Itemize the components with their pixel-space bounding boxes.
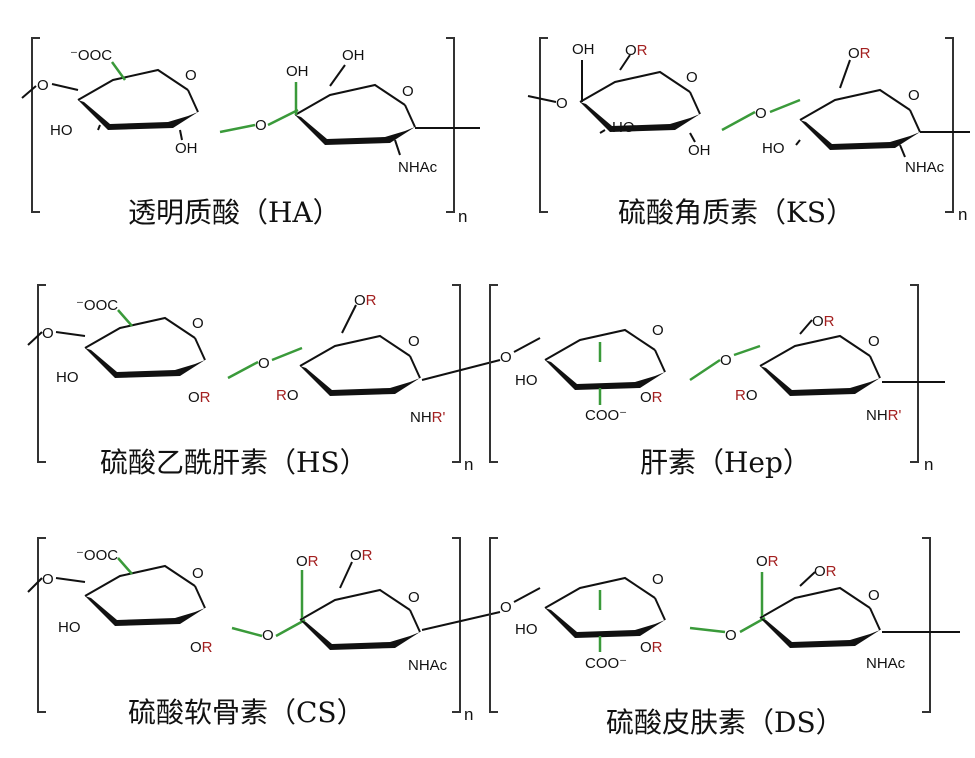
bridge-oxygen: O [500,349,512,366]
n-substituent: NHR' [410,409,446,426]
galactose-ring [579,71,701,133]
ring-oxygen-2: O [868,333,880,350]
or-6: OR [354,292,377,309]
hydroxyl-4: OH [286,63,309,80]
bridge-oxygen: O [42,571,54,588]
repeat-n: n [458,207,467,226]
glycosidic-oxygen: O [262,627,274,644]
carboxylate-label: ⁻OOC [76,297,118,314]
or-6: OR [625,42,648,59]
hydroxymethyl-oh: OH [342,47,365,64]
or-2: OR [188,389,211,406]
ring-oxygen: O [652,322,664,339]
glcnac-ring [799,89,921,151]
caption-ks: 硫酸角质素（KS） [618,196,854,229]
galnac-ring [299,589,421,651]
n-acetyl: NHAc [408,657,448,674]
ho-3b: HO [762,140,785,157]
n-acetyl: NHAc [398,159,438,176]
ho-3: HO [515,372,538,389]
iduronate-ring [544,577,666,639]
glucosamine-ring [299,335,421,397]
hydroxyl-3: HO [50,122,73,139]
caption-hs: 硫酸乙酰肝素（HS） [100,446,368,479]
bridge-oxygen: O [37,77,49,94]
or-4: OR [756,553,779,570]
glycosidic-oxygen: O [720,352,732,369]
panel-ha: n O O ⁻OOC HO OH O O OH OH NHAc 透明质酸（HA） [21,37,480,229]
n-substituent: NHR' [866,407,902,424]
ring-oxygen-2: O [908,87,920,104]
glucuronate-ring [84,565,206,627]
repeat-n: n [464,455,473,474]
or-2: OR [190,639,213,656]
glycosidic-oxygen: O [258,355,270,372]
or-2: OR [640,389,663,406]
ro-3: RO [735,387,758,404]
glycosidic-oxygen: O [725,627,737,644]
caption-ha: 透明质酸（HA） [128,196,341,229]
ring-oxygen: O [686,69,698,86]
ho-3: HO [56,369,79,386]
or-2: OR [640,639,663,656]
hydroxyl-4: OH [572,41,595,58]
bridge-oxygen: O [556,95,568,112]
glucosamine-ring [759,335,881,397]
or-6b: OR [848,45,871,62]
bracket-left [31,37,40,213]
n-acetyl: NHAc [905,159,945,176]
glycosidic-oxygen: O [255,117,267,134]
carboxylate-label: COO⁻ [585,407,627,424]
ho-3: HO [58,619,81,636]
bridge-oxygen: O [500,599,512,616]
iduronate-ring [544,329,666,391]
bracket-right [446,37,455,213]
galnac-ring [759,587,881,649]
n-acetyl: NHAc [866,655,906,672]
or-6: OR [350,547,373,564]
carboxylate-label: ⁻OOC [76,547,118,564]
ring-oxygen-2: O [408,589,420,606]
carboxylate-label: COO⁻ [585,655,627,672]
ho-3: HO [612,119,635,136]
ring-oxygen-2: O [408,333,420,350]
caption-hep: 肝素（Hep） [640,446,811,479]
ring-oxygen: O [185,67,197,84]
ring-oxygen: O [192,315,204,332]
ring-oxygen-2: O [868,587,880,604]
panel-hep: n O O HO OR COO⁻ O O OR RO NHR' 肝素（Hep） [489,284,945,479]
ro-3: RO [276,387,299,404]
panel-cs: n O O ⁻OOC HO OR O O OR OR NHAc 硫酸软骨素（CS… [27,537,501,729]
glcnac-ring [294,84,416,146]
ho-3: HO [515,621,538,638]
ring-oxygen-2: O [402,83,414,100]
or-4: OR [296,553,319,570]
panel-ds: O O HO OR COO⁻ O O OR OR NHAc 硫酸皮肤素（DS） [489,537,960,739]
bridge-oxygen: O [42,325,54,342]
glucuronate-ring [77,69,199,131]
carboxylate-label: ⁻OOC [70,47,112,64]
uronic-ring [84,317,206,379]
hydroxyl-2: OH [175,140,198,157]
caption-cs: 硫酸软骨素（CS） [128,696,365,729]
caption-ds: 硫酸皮肤素（DS） [606,706,844,739]
ring-oxygen: O [652,571,664,588]
panel-ks: n O O OH OR HO OH O O OR HO NHAc 硫酸角质素（K… [527,37,970,229]
repeat-n: n [924,455,933,474]
repeat-n: n [464,705,473,724]
hydroxyl-2: OH [688,142,711,159]
repeat-n: n [958,205,967,224]
or-6: OR [812,313,835,330]
ring-oxygen: O [192,565,204,582]
glycosidic-oxygen: O [755,105,767,122]
panel-hs: n O O ⁻OOC HO OR O O OR RO NHR' 硫酸乙酰肝素（H… [27,284,501,479]
or-6: OR [814,563,837,580]
